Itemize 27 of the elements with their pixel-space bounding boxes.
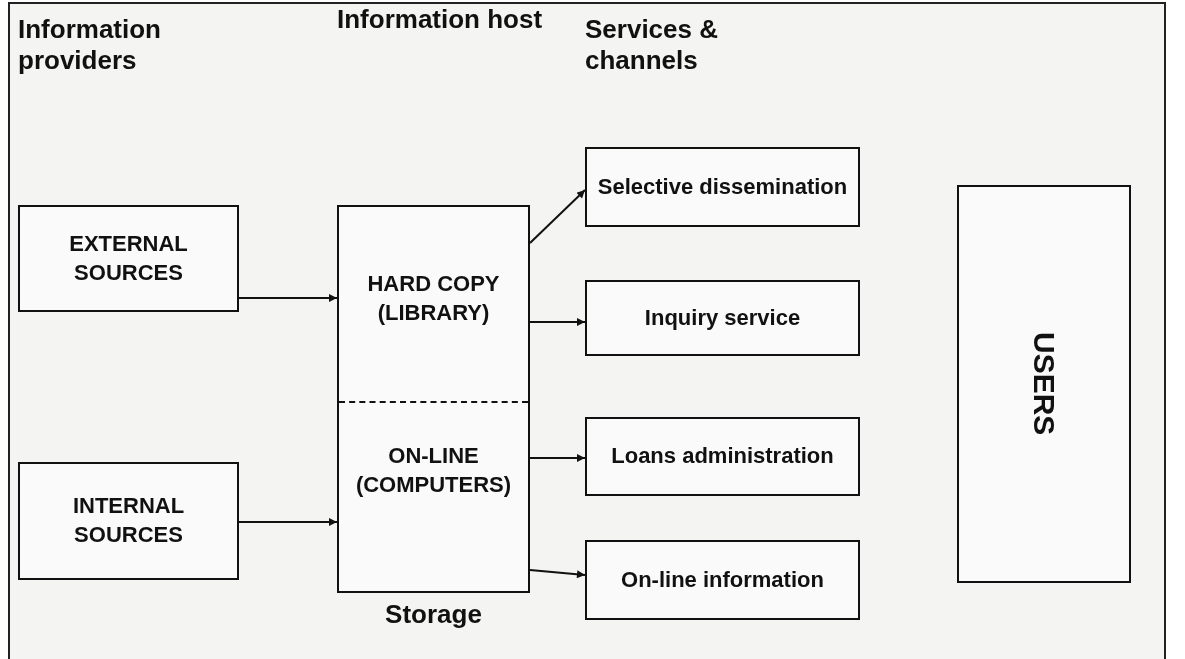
arrow (238, 518, 338, 526)
column-heading: Information providers (18, 14, 162, 76)
service-box (585, 417, 860, 496)
node-label: ON-LINE (COMPUTERS) (354, 442, 513, 499)
service-box (585, 540, 860, 620)
node-label: HARD COPY (LIBRARY) (366, 270, 501, 327)
source-box (18, 462, 239, 580)
users-box (957, 185, 1131, 583)
node-label: Loans administration (611, 442, 834, 471)
column-heading: Information host (337, 4, 544, 35)
arrow (529, 318, 586, 326)
arrow (529, 454, 586, 462)
node-label: INTERNAL SOURCES (71, 492, 186, 549)
users-label: USERS (1026, 332, 1062, 436)
node-label: Selective dissemination (597, 172, 848, 201)
node-label: Inquiry service (644, 303, 801, 332)
node-label: EXTERNAL SOURCES (68, 229, 189, 287)
arrow (529, 189, 586, 244)
service-box (585, 147, 860, 227)
column-heading: Services & channels (585, 14, 719, 76)
node-caption: Storage (384, 599, 483, 630)
storage-box (337, 205, 530, 593)
source-box (18, 205, 239, 312)
service-box (585, 280, 860, 356)
arrow (238, 294, 338, 302)
arrow (529, 569, 586, 579)
node-label: On-line information (621, 565, 824, 594)
